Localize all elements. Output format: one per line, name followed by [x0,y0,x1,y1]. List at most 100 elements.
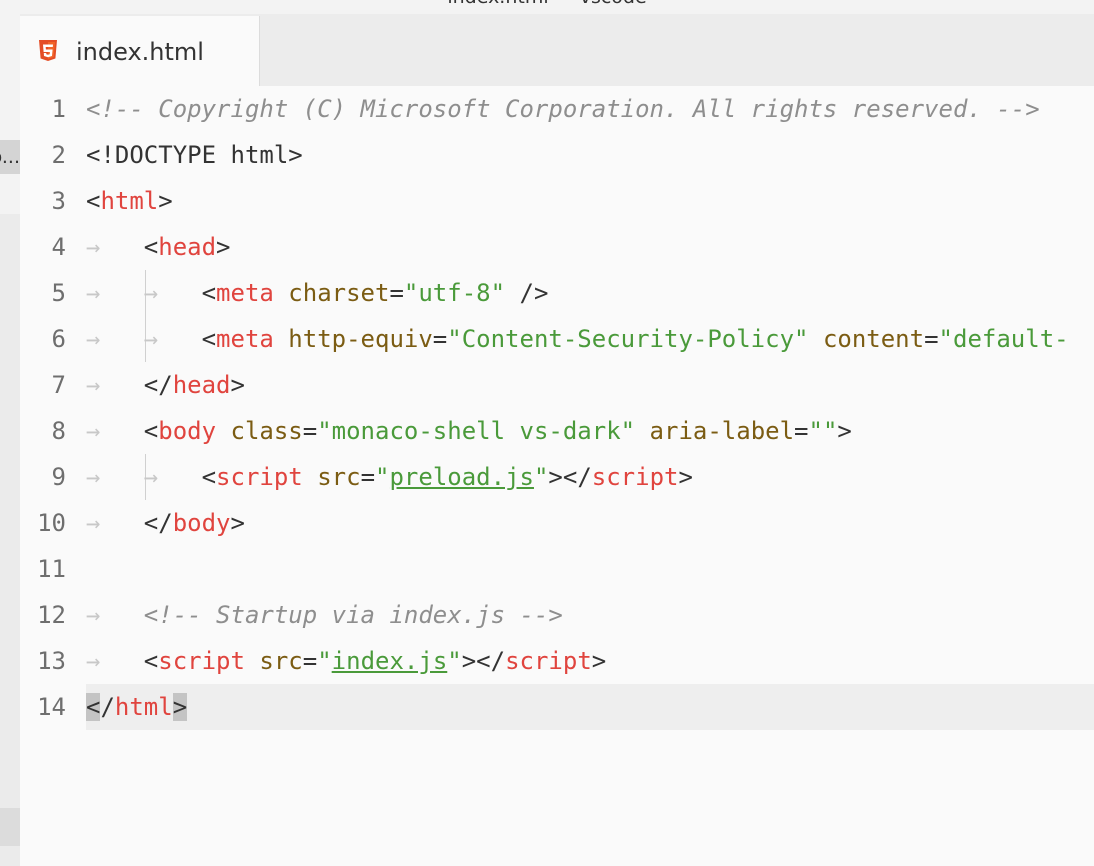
code-token: " [533,463,549,491]
code-line-13[interactable]: 13→ <script src="index.js"></script> [20,638,1094,684]
code-token: head [172,371,231,399]
line-number: 12 [37,601,66,629]
code-line-7[interactable]: 7 → </head> [20,362,1094,408]
code-token: < [201,279,217,307]
code-token: </ [143,371,173,399]
tab-whitespace-marker: → [143,463,202,491]
code-token: = [389,279,404,307]
window-titlebar: index.html — vscode [0,0,1094,14]
code-token: "Content-Security-Policy" [447,325,809,353]
code-editor[interactable]: 1 <!-- Copyright (C) Microsoft Corporatio… [20,86,1094,866]
tab-whitespace-marker: → [143,325,202,353]
code-token: " [375,463,390,491]
line-code: → → <script src="preload.js"></script> [86,454,693,500]
code-token: <!-- Startup via index.js --> [143,601,563,629]
code-token: script [591,463,679,491]
code-line-3[interactable]: 3<html> [20,178,1094,224]
code-token: > [837,417,852,445]
line-code: → </head> [86,362,245,408]
code-token: charset [288,279,390,307]
code-token: body [172,509,231,537]
html5-icon [39,40,57,61]
code-token: script [158,647,245,675]
sidebar-panel [0,14,20,214]
code-token: html [100,187,159,215]
code-line-11[interactable]: 11 [20,546,1094,592]
code-token [303,463,317,491]
code-token: > [216,233,231,261]
code-token: content [822,325,925,353]
line-number: 7 [51,371,66,399]
tab-whitespace-marker: → [86,371,144,399]
code-token: src [259,647,303,675]
code-token: < [86,187,101,215]
code-line-4[interactable]: 4→ <head> [20,224,1094,270]
line-number: 3 [51,187,66,215]
line-number: 13 [37,647,66,675]
code-token: > [172,693,188,721]
code-token: = [302,647,318,675]
editor-tab-bar: index.html [20,14,1094,86]
code-token: meta [216,325,274,353]
code-line-1[interactable]: 1 <!-- Copyright (C) Microsoft Corporatio… [20,86,1094,132]
code-token: / [100,693,115,721]
code-token: class [230,417,303,445]
line-code: </html> [86,684,188,730]
line-code: → <head> [86,224,231,270]
tab-whitespace-marker: → [86,279,144,307]
line-code: → → <meta http-equiv="Content-Security-P… [86,316,1069,362]
code-line-2[interactable]: 2<!DOCTYPE html> [20,132,1094,178]
code-line-12[interactable]: 12 → <!-- Startup via index.js --> [20,592,1094,638]
indent-guide [145,270,146,362]
tab-whitespace-marker: → [86,417,144,445]
code-token: > [230,371,245,399]
code-token: ></ [461,647,506,675]
code-token: > [230,509,245,537]
code-token: > [678,463,693,491]
code-token: ></ [548,463,592,491]
code-token: <!-- Copyright (C) Microsoft Corporation… [86,95,1040,123]
sidebar: o... [0,14,20,866]
line-number: 1 [51,95,66,123]
code-token: < [86,693,101,721]
tab-whitespace-marker: → [86,463,144,491]
code-line-10[interactable]: 10→ </body> [20,500,1094,546]
code-token: "monaco-shell vs-dark" [317,417,636,445]
sidebar-selected-item[interactable]: o... [0,140,20,174]
code-token [245,647,259,675]
code-token[interactable]: preload.js [389,463,534,491]
line-number: 9 [51,463,66,491]
code-line-9[interactable]: 9→ → <script src="preload.js"></script> [20,454,1094,500]
code-token: src [317,463,361,491]
code-token: = [794,417,809,445]
tab-label: index.html [76,38,204,66]
code-token: < [143,417,159,445]
sidebar-selected-item-label: o... [0,146,20,168]
code-line-8[interactable]: 8→ <body class="monaco-shell vs-dark" ar… [20,408,1094,454]
code-token: " [447,647,462,675]
tab-whitespace-marker: → [143,279,202,307]
code-token: = [360,463,376,491]
tab-index-html[interactable]: index.html [20,16,260,86]
line-number: 5 [51,279,66,307]
code-token [635,417,649,445]
code-token [808,325,822,353]
code-token[interactable]: index.js [331,647,448,675]
code-token: < [143,647,159,675]
code-line-5[interactable]: 5 → → <meta charset="utf-8" /> [20,270,1094,316]
code-token: body [158,417,217,445]
line-code: → → <meta charset="utf-8" /> [86,270,548,316]
tab-whitespace-marker: → [86,601,144,629]
code-token: http-equiv [288,325,433,353]
code-token: </ [143,509,173,537]
line-number: 2 [51,141,66,169]
indent-guide [145,454,146,500]
code-token [274,279,288,307]
line-code: → <script src="index.js"></script> [86,638,606,684]
code-line-14[interactable]: 14</html> [20,684,1094,730]
tab-whitespace-marker: → [86,509,144,537]
code-token: < [201,325,217,353]
code-line-6[interactable]: 6→ → <meta http-equiv="Content-Security-… [20,316,1094,362]
code-token: /> [505,279,549,307]
line-code: → </body> [86,500,245,546]
